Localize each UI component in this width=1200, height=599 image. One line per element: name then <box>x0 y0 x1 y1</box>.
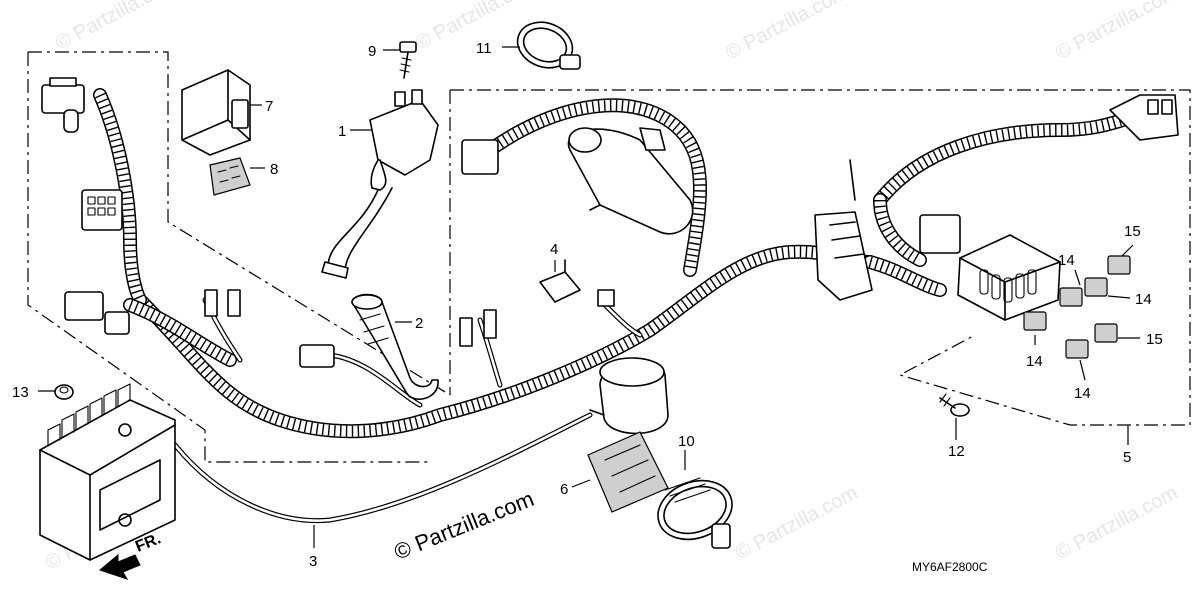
screw <box>939 393 970 417</box>
callout-1: 1 <box>338 123 346 140</box>
spade-terminal-a <box>204 289 218 317</box>
leader-lines <box>38 46 1140 548</box>
bolt <box>399 41 417 79</box>
relay-unit <box>181 69 251 156</box>
fuse-14-c <box>1023 311 1047 331</box>
connector-6pin <box>81 189 123 231</box>
callout-9: 9 <box>368 43 376 60</box>
fuse-14-b <box>1059 287 1083 307</box>
rubber-mount <box>209 157 251 196</box>
callout-8: 8 <box>270 161 278 178</box>
callout-5: 5 <box>1123 449 1131 466</box>
ignition-coil <box>321 89 439 279</box>
fuse-15-bottom <box>1094 323 1118 343</box>
spade-terminal-d <box>483 309 497 339</box>
relay-bracket <box>814 159 873 301</box>
callout-14-c: 14 <box>1026 353 1043 370</box>
watermark-5: © Partzilla.com <box>732 482 861 565</box>
callout-numbers: 1 2 3 4 5 6 7 8 9 10 11 12 13 14 14 14 1… <box>12 40 1163 570</box>
outline-harness-left <box>28 51 451 396</box>
watermark-6: © Partzilla.com <box>1052 482 1181 565</box>
outline-group-5 <box>450 89 1191 426</box>
connector-upper-mid <box>461 139 499 175</box>
harness-connectors <box>41 77 1179 368</box>
spark-plug-cap <box>351 293 439 400</box>
watermark-4: © Partzilla.com <box>1052 0 1181 64</box>
callout-14-d: 14 <box>1074 385 1091 402</box>
connector-right <box>919 214 961 254</box>
callout-6: 6 <box>560 481 568 498</box>
connector-lower-left <box>64 291 104 321</box>
hose-clamp-small <box>516 21 581 70</box>
fuse-14-a <box>1084 277 1108 297</box>
band-clamp-large <box>657 477 733 549</box>
callout-14-a: 14 <box>1058 252 1075 269</box>
diagram-code: MY6AF2800C <box>912 560 988 574</box>
watermark-1: © Partzilla.com <box>52 0 181 54</box>
outline-harness-bottom <box>27 52 430 463</box>
cylinder-component <box>589 357 669 435</box>
fuse-15-top <box>1107 255 1131 275</box>
fuse-box <box>957 234 1061 321</box>
connector-mid <box>299 344 335 368</box>
spade-terminal-c <box>459 317 473 347</box>
rubber-pad <box>587 431 669 513</box>
spade-terminal-b <box>227 289 241 317</box>
callout-10: 10 <box>678 433 695 450</box>
fuses <box>1023 255 1131 359</box>
nut <box>54 384 74 400</box>
callout-7: 7 <box>265 98 273 115</box>
connector-top-left <box>41 84 85 114</box>
callout-2: 2 <box>415 315 423 332</box>
callout-14-b: 14 <box>1135 291 1152 308</box>
callout-15-b: 15 <box>1146 331 1163 348</box>
fuse-14-d <box>1065 339 1089 359</box>
ignition-control-unit <box>567 127 694 235</box>
callout-13: 13 <box>12 384 29 401</box>
main-wire-harness <box>93 88 1153 524</box>
callout-4: 4 <box>550 241 558 258</box>
callout-12: 12 <box>948 443 965 460</box>
regulator-rectifier <box>39 383 176 561</box>
connector-top-right <box>1109 94 1179 141</box>
callout-15-a: 15 <box>1124 223 1141 240</box>
callout-3: 3 <box>309 553 317 570</box>
starter-relay-small <box>539 259 581 303</box>
watermark-3: © Partzilla.com <box>722 0 851 64</box>
callout-11: 11 <box>476 40 492 57</box>
group-outlines <box>27 51 1191 463</box>
